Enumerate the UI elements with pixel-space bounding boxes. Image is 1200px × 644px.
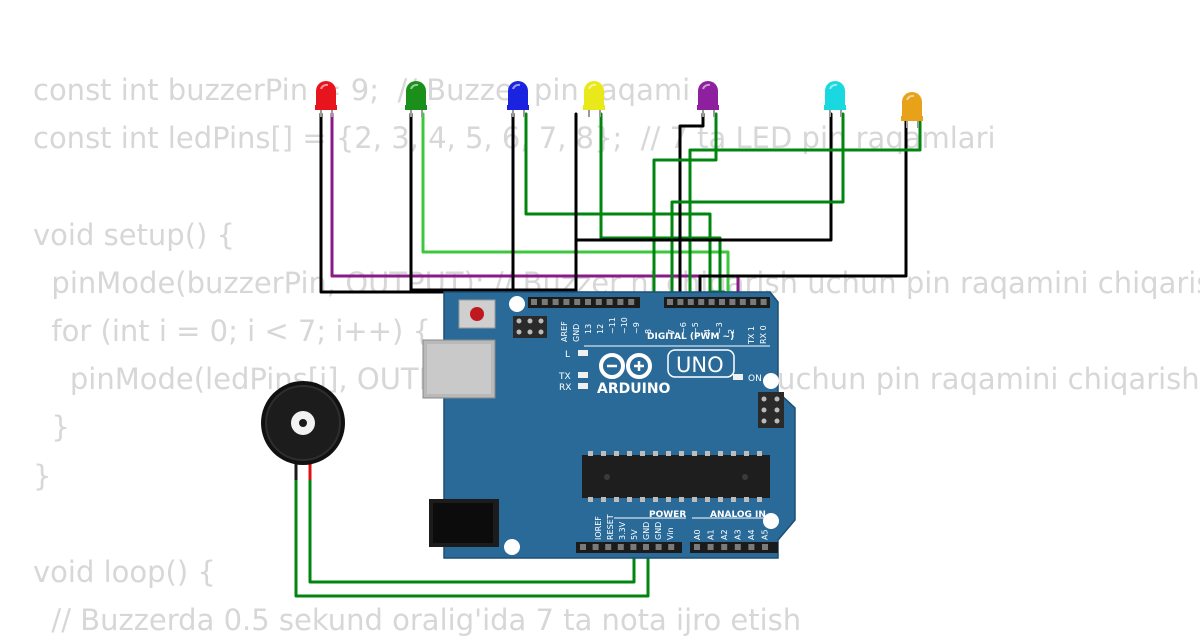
- digital-pin-label: 2: [727, 329, 736, 334]
- icsp2-header: [758, 392, 784, 428]
- label-aref: AREF: [560, 321, 569, 342]
- label-power: POWER: [649, 510, 686, 520]
- analog-pin-label: A0: [693, 529, 702, 540]
- led-green: [405, 81, 427, 117]
- label-digital-pwm: DIGITAL (PWM ~): [647, 332, 734, 342]
- analog-pin-label: A1: [707, 529, 716, 540]
- led-l: [578, 350, 588, 356]
- wire-purple-led-anode: [652, 112, 718, 304]
- digital-pin-label: ~10: [620, 317, 629, 334]
- wires: [294, 112, 922, 598]
- atmega-chip: [582, 451, 770, 502]
- code-line: const int ledPins[] = {2, 3, 4, 5, 6, 7,…: [33, 121, 996, 156]
- code-line: for (int i = 0; i < 7; i++) {: [33, 313, 431, 348]
- power-jack-body: [433, 503, 493, 543]
- digital-pin-holes: [531, 299, 767, 305]
- wire-red-led-anode: [330, 112, 740, 304]
- mounting-hole: [504, 539, 520, 555]
- wire-purple-led-cathode: [678, 112, 705, 304]
- digital-pin-label: 12: [596, 324, 605, 334]
- label-on: ON: [748, 374, 762, 384]
- code-line: }: [33, 458, 52, 493]
- code-line: void loop() {: [33, 554, 216, 589]
- digital-pin-label: ~11: [608, 317, 617, 334]
- code-line: }: [33, 410, 70, 445]
- digital-header-right: [664, 297, 770, 308]
- wire-buzzer-neg: [294, 476, 650, 598]
- analog-pin-label: A2: [720, 529, 729, 540]
- piezo-buzzer: [261, 381, 345, 480]
- power-pin-label: 5V: [630, 529, 639, 540]
- wire-buzzer-pos: [308, 476, 636, 584]
- model-box: [667, 349, 735, 378]
- wire-orange-led-cathode: [698, 118, 908, 304]
- usb-connector-inner: [427, 344, 491, 394]
- led-blue: [507, 81, 529, 117]
- digital-pin-label: ~3: [715, 322, 724, 334]
- label-l: L: [565, 350, 570, 360]
- wire-yellow-led-anode: [599, 112, 722, 304]
- digital-pin-label: ~9: [632, 322, 641, 334]
- power-pin-label: GND: [654, 522, 663, 540]
- power-pin-label: Vin: [666, 527, 675, 540]
- analog-pin-labels: A0 A1 A2 A3 A4 A5: [693, 529, 770, 540]
- bottom-pin-holes: [580, 544, 768, 550]
- label-tx1: TX 1: [747, 326, 756, 345]
- led-on: [733, 374, 743, 380]
- digital-header-left: [528, 297, 640, 308]
- digital-pin-label: ~6: [679, 322, 688, 334]
- wire-cyan-led-cathode: [574, 112, 833, 242]
- power-pin-label: RESET: [606, 514, 615, 540]
- reset-button-cap[interactable]: [470, 307, 484, 321]
- wire-blue-led-anode: [524, 112, 712, 304]
- model-text: UNO: [676, 353, 724, 377]
- mounting-hole: [509, 296, 525, 312]
- led-purple: [697, 81, 719, 117]
- led-orange: [901, 92, 923, 128]
- mounting-hole: [763, 373, 779, 389]
- led-red: [315, 81, 337, 117]
- led-tx: [578, 372, 588, 378]
- arduino-logo-icon: [599, 353, 652, 379]
- analog-pin-label: A5: [761, 529, 770, 540]
- digital-pin-label: 4: [703, 329, 712, 334]
- analog-pin-label: A4: [747, 529, 756, 540]
- power-pin-label: 3.3V: [618, 521, 627, 540]
- led-yellow: [583, 81, 605, 117]
- icsp-header: [513, 316, 547, 338]
- code-line: void setup() {: [33, 217, 235, 252]
- label-tx: TX: [558, 372, 571, 382]
- power-pin-label: GND: [642, 522, 651, 540]
- power-pin-label: IOREF: [594, 516, 603, 540]
- led-rx: [578, 383, 588, 389]
- wire-cyan-led-anode: [670, 112, 845, 304]
- digital-pin-label: ~5: [691, 322, 700, 334]
- digital-pin-label: 8: [644, 329, 653, 334]
- label-analog-in: ANALOG IN: [710, 510, 766, 520]
- label-rx: RX: [559, 383, 571, 393]
- power-header: [576, 542, 682, 553]
- led-row: [315, 81, 923, 128]
- analog-pin-label: A3: [734, 529, 743, 540]
- mounting-hole: [763, 513, 779, 529]
- brand-text: ARDUINO: [597, 381, 671, 397]
- wire-orange-led-anode: [688, 118, 922, 304]
- analog-header: [690, 542, 778, 553]
- wire-red-led-cathode: [319, 112, 578, 304]
- digital-pin-label: 7: [667, 329, 676, 334]
- led-cyan: [824, 81, 846, 117]
- label-rx0: RX 0: [759, 325, 768, 344]
- code-line: const int buzzerPin = 9; // Buzzer pin r…: [33, 73, 691, 107]
- digital-pin-label: 13: [584, 324, 593, 334]
- label-gnd-top: GND: [572, 324, 581, 342]
- wire-green-led-cathode: [409, 112, 578, 292]
